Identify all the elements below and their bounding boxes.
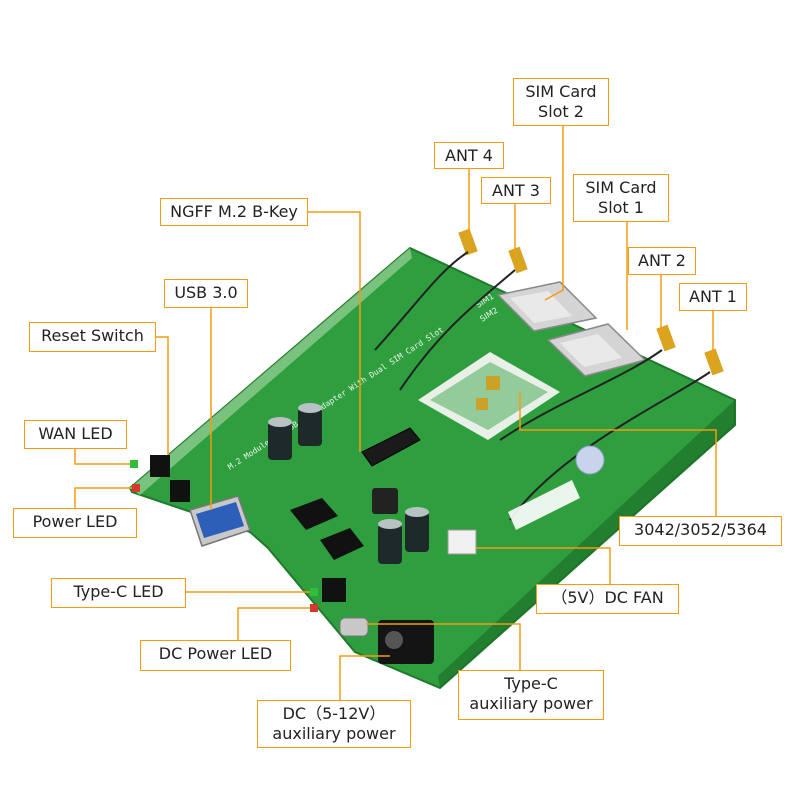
callout-wan-led: WAN LED — [24, 420, 127, 449]
callout-type-c-aux-line2: auxiliary power — [469, 694, 593, 713]
callout-sim1-line2: Slot 1 — [598, 198, 644, 217]
callout-dc-fan-text: （5V）DC FAN — [551, 588, 664, 607]
type-c-led — [310, 588, 318, 596]
sim-card-slot-2 — [496, 281, 598, 332]
callout-type-c-led-text: Type-C LED — [73, 582, 164, 601]
callout-ant-3: ANT 3 — [481, 177, 551, 204]
mount-hole — [486, 376, 500, 390]
callout-dc-fan: （5V）DC FAN — [536, 584, 679, 614]
wan-led — [130, 460, 138, 468]
callout-module-sizes: 3042/3052/5364 — [619, 516, 782, 546]
callout-sim2-line2: Slot 2 — [538, 102, 584, 121]
callout-type-c-aux-line1: Type-C — [504, 674, 558, 693]
label-plate — [508, 480, 580, 530]
leader-type-c-aux — [366, 623, 521, 672]
ic-chip-2 — [320, 528, 364, 560]
usb-3-0-port — [189, 495, 251, 547]
callout-ngff-text: NGFF M.2 B-Key — [170, 202, 298, 221]
type-c-port — [339, 617, 369, 637]
type-c-switch — [322, 578, 346, 602]
leader-lines — [74, 123, 717, 703]
ant4-connector — [374, 228, 478, 351]
callout-ngff-m2-b-key: NGFF M.2 B-Key — [160, 198, 308, 226]
leader-3042 — [519, 392, 717, 517]
callout-ant-4: ANT 4 — [434, 142, 504, 169]
callout-sim-card-slot-2: SIM Card Slot 2 — [513, 78, 609, 126]
ant3-connector — [399, 246, 528, 391]
reset-switch — [150, 455, 170, 477]
leader-wan — [74, 448, 130, 465]
callout-usb-3-0: USB 3.0 — [164, 279, 248, 308]
power-led — [132, 484, 140, 492]
checker-pad — [418, 352, 560, 440]
capacitor-3 — [378, 519, 402, 564]
capacitor-2 — [298, 403, 322, 446]
fan-connector — [447, 529, 477, 555]
pcb-edge-right — [438, 400, 735, 688]
callout-dc-aux-line2: auxiliary power — [272, 724, 396, 743]
callout-ant1-text: ANT 1 — [689, 287, 737, 306]
callout-power-led: Power LED — [13, 508, 137, 538]
callout-dc-aux-line1: DC（5-12V） — [282, 704, 386, 723]
dc-jack — [378, 620, 434, 664]
callout-ant3-text: ANT 3 — [492, 181, 540, 200]
callout-reset-switch: Reset Switch — [29, 322, 156, 352]
mount-hole-2 — [476, 398, 488, 410]
callout-reset-text: Reset Switch — [41, 326, 144, 345]
leader-reset — [155, 336, 169, 455]
capacitor-4 — [405, 507, 429, 552]
leader-dc-power-led — [237, 607, 310, 640]
m2-b-key-slot — [361, 427, 421, 467]
callout-dc-power-led: DC Power LED — [140, 640, 291, 671]
leader-ngff — [306, 211, 361, 452]
callout-type-c-led: Type-C LED — [51, 578, 186, 608]
callout-sim1-line1: SIM Card — [585, 178, 657, 197]
ic-chip-1 — [290, 498, 338, 530]
leader-power — [74, 487, 132, 509]
callout-dc-power-led-text: DC Power LED — [158, 644, 273, 663]
callout-ant-2: ANT 2 — [628, 247, 696, 275]
leader-sim2 — [544, 123, 564, 301]
callout-usb-text: USB 3.0 — [174, 283, 238, 302]
inductor — [372, 488, 398, 514]
callout-ant4-text: ANT 4 — [445, 146, 493, 165]
callout-ant2-text: ANT 2 — [638, 251, 686, 270]
callout-type-c-aux-power: Type-C auxiliary power — [458, 670, 604, 720]
callout-sizes-text: 3042/3052/5364 — [634, 520, 767, 539]
reset-switch-2 — [170, 480, 190, 502]
hologram-sticker — [575, 445, 605, 475]
leader-dc-fan — [476, 547, 611, 585]
callout-wan-text: WAN LED — [38, 424, 113, 443]
callout-sim2-line1: SIM Card — [525, 82, 597, 101]
callout-ant-1: ANT 1 — [679, 283, 747, 311]
callout-dc-aux-power: DC（5-12V） auxiliary power — [257, 700, 411, 748]
pcb-edge — [130, 248, 412, 495]
dc-power-led — [310, 604, 318, 612]
callout-power-text: Power LED — [32, 512, 118, 531]
capacitor-1 — [268, 417, 292, 460]
leader-dc-aux — [339, 655, 390, 703]
callout-sim-card-slot-1: SIM Card Slot 1 — [573, 174, 669, 222]
